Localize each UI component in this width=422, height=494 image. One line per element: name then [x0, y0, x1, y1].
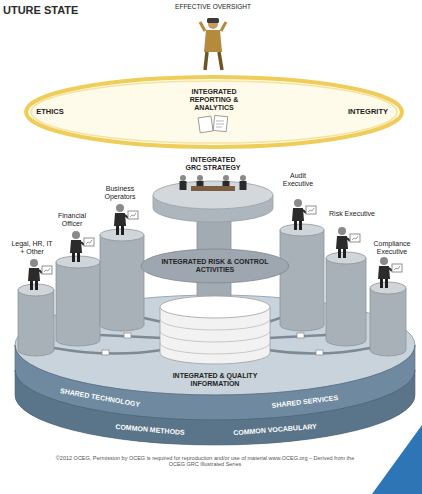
pillar: [100, 235, 144, 331]
risk-ring: [141, 249, 289, 283]
board-member-body: [180, 181, 187, 190]
board-member-body: [240, 181, 247, 190]
node-text: INTEGRATED & QUALITY INFORMATION: [155, 372, 275, 388]
board-table: [191, 186, 235, 191]
document: [297, 333, 304, 338]
report-lines: [216, 121, 224, 127]
executive-figure: [292, 199, 316, 230]
node-outline: [15, 370, 415, 445]
board-member-head: [180, 175, 186, 181]
foundation-band: COMMON METHODSCOMMON VOCABULARY: [15, 370, 415, 445]
role-label: Financial Officer: [49, 212, 95, 228]
executive-figure: [28, 259, 52, 290]
halo-ring-node: ETHICS INTEGRATED REPORTING & ANALYTICS IN…: [23, 74, 405, 150]
node-outline: [23, 74, 405, 150]
core-layer: [160, 331, 270, 342]
pillar: [326, 258, 366, 346]
oversight-figure: [200, 18, 226, 70]
role-label: Compliance Executive: [369, 240, 415, 256]
copyright-caption: ©2012 OCEG, Permission by OCEG is requir…: [55, 455, 355, 468]
board-member-head: [240, 175, 246, 181]
figure-head: [208, 19, 218, 29]
board-member-head: [197, 175, 203, 181]
pillar: [370, 288, 406, 356]
information-core: INTEGRATED & QUALITY INFORMATION: [150, 295, 280, 392]
halo-ring: [26, 77, 402, 147]
node-text: ETHICS: [30, 108, 70, 117]
board-member-head: [223, 175, 229, 181]
node-text: INTEGRATED REPORTING & ANALYTICS: [184, 88, 244, 112]
node-text: INTEGRATED GRC STRATEGY: [182, 156, 244, 172]
report-page: [213, 115, 227, 131]
executive-figure: [336, 227, 360, 258]
corner-triangle: [372, 425, 422, 494]
core-layer: [160, 343, 270, 354]
node-text: INTEGRATED RISK & CONTROL ACTIVITIES: [160, 258, 270, 274]
diagram-title: UTURE STATE: [3, 4, 78, 17]
pipe: [144, 318, 162, 322]
figure-arms: [200, 22, 226, 31]
role-label: Legal, HR, IT + Other: [11, 240, 53, 256]
executive-figure: [70, 231, 94, 262]
report-icon: [198, 115, 228, 132]
role-label: Business Operators: [97, 185, 143, 201]
risk-control-ring: INTEGRATED RISK & CONTROL ACTIVITIES: [140, 248, 290, 284]
role-label: Risk Executive: [329, 210, 375, 218]
role-label: Audit Executive: [275, 172, 321, 188]
band-shape: [15, 370, 415, 445]
halo-inner-ring: [31, 81, 397, 143]
document: [124, 333, 131, 338]
report-page: [198, 116, 213, 133]
halo-fill: [26, 77, 402, 147]
pillar: [56, 262, 100, 346]
executive-figure: [378, 257, 402, 288]
figure-body: [204, 30, 222, 52]
binoculars: [207, 18, 219, 23]
executive-figure: [114, 204, 138, 235]
pillar: [18, 290, 54, 356]
platform-top: [153, 181, 273, 209]
node-text: INTEGRITY: [343, 108, 393, 117]
pillar: [280, 230, 324, 331]
document: [102, 350, 109, 355]
document: [316, 350, 323, 355]
core-top: [160, 296, 270, 318]
core-layer: [160, 319, 270, 330]
figure-legs: [205, 52, 222, 70]
strategy-platform: INTEGRATED GRC STRATEGY: [148, 150, 278, 225]
oversight-label: EFFECTIVE OVERSIGHT: [153, 3, 273, 10]
